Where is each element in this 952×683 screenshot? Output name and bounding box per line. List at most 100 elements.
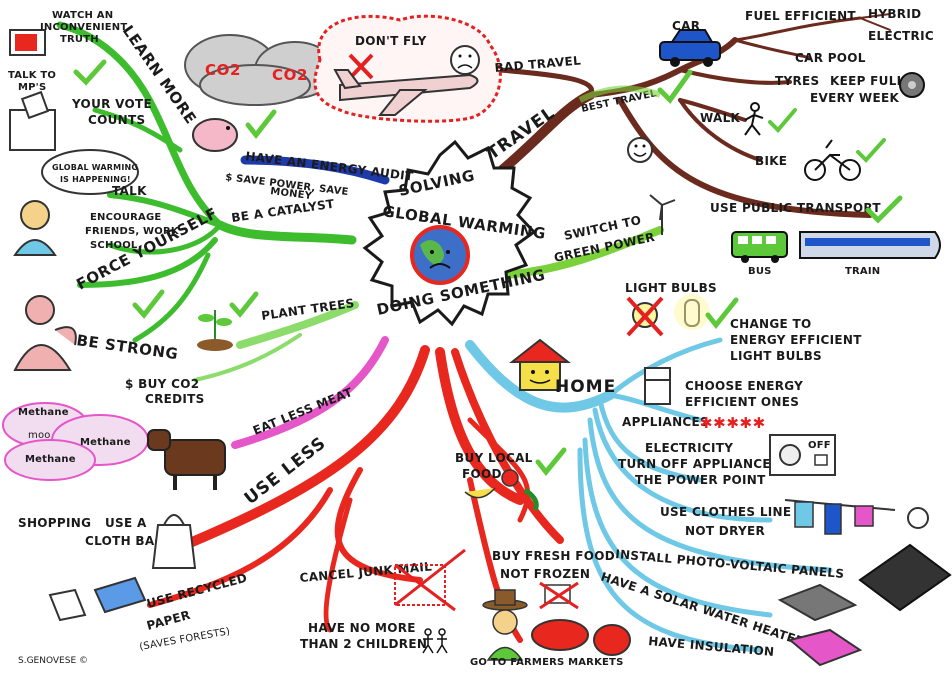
fruit-vegetables-icon (464, 469, 539, 512)
energy-audit-branch (240, 155, 390, 185)
efficient-bulb-icon (674, 294, 710, 330)
check-icon (73, 59, 107, 86)
choose-energy-label-1: CHOOSE ENERGY (685, 379, 803, 393)
check-icon (768, 108, 797, 133)
methane-label-b: Methane (80, 437, 131, 448)
keep-full-label-1: KEEP FULL (830, 74, 905, 88)
check-icon (705, 297, 739, 330)
clothes-line-label: USE CLOTHES LINE (660, 505, 791, 519)
insulation-label: HAVE INSULATION (648, 634, 775, 659)
capsicum-icon (593, 624, 631, 656)
speech-label-1: GLOBAL WARMING (52, 163, 138, 172)
use-less-branches (147, 345, 564, 643)
house-icon (509, 338, 571, 391)
artist-signature: S.GENOVESE © (18, 656, 88, 666)
piggy-bank-icon (192, 118, 238, 152)
cow-icon (147, 429, 226, 490)
hybrid-label: HYBRID (868, 7, 921, 21)
moo-label: moo (28, 430, 51, 441)
walk-label: WALK (700, 111, 741, 125)
light-bulb-icon (626, 296, 664, 337)
car-pool-label: CAR POOL (795, 51, 866, 65)
eat-less-meat-branch (231, 336, 389, 449)
train-icon (799, 231, 941, 259)
fuel-efficient-label: FUEL EFFICIENT (745, 9, 856, 23)
methane-label-c: Methane (25, 454, 76, 465)
check-icon (856, 138, 886, 163)
vote-label-2: COUNTS (88, 113, 145, 127)
change-bulbs-label-1: CHANGE TO (730, 317, 812, 331)
check-icon (657, 69, 693, 104)
encourage-label-1: ENCOURAGE (90, 212, 161, 223)
choose-energy-label-2: EFFICIENT ONES (685, 395, 799, 409)
check-icon (245, 109, 277, 140)
electric-label: ELECTRIC (868, 29, 934, 43)
tv-icon (9, 29, 46, 56)
plant-trees-branch (236, 301, 359, 349)
insulation-icon (787, 628, 863, 667)
recycled-paper-label-1: USE RECYCLED (145, 571, 249, 611)
car-icon (659, 29, 721, 67)
clothes-line-icon (784, 499, 896, 535)
encourage-label-3: SCHOOL (90, 240, 138, 251)
talk-mps-label-2: MP'S (18, 82, 46, 93)
farmers-markets-label: GO TO FARMERS MARKETS (470, 657, 623, 668)
strongman-icon (13, 295, 77, 371)
buy-local-label-1: BUY LOCAL (455, 451, 533, 465)
ballot-box-icon (9, 90, 56, 151)
turn-off-label-1: TURN OFF APPLIANCES AT (618, 457, 802, 471)
talk-label: TALK (112, 184, 147, 198)
dont-fly-label: DON'T FLY (355, 34, 427, 48)
methane-label-a: Methane (18, 407, 69, 418)
fridge-icon (644, 367, 671, 405)
plant-trees-subbranch (193, 333, 302, 382)
children-label-1: HAVE NO MORE (308, 621, 416, 635)
cloth-bag-label-1: USE A (105, 516, 147, 530)
tyre-icon (899, 72, 925, 98)
learn-more-branches (56, 21, 357, 343)
watch-label-1: WATCH AN (52, 10, 113, 21)
recycled-paper-label-2: PAPER (145, 608, 192, 633)
change-bulbs-label-2: ENERGY EFFICIENT (730, 333, 862, 347)
children-label-2: THAN 2 CHILDREN (300, 637, 427, 651)
power-point-icon (769, 434, 836, 476)
check-icon (229, 291, 259, 318)
bus-label: BUS (748, 266, 772, 277)
pv-panels-label: INSTALL PHOTO-VOLTAIC PANELS (615, 547, 845, 581)
electricity-label: ELECTRICITY (645, 441, 733, 455)
recycled-paper-icon (48, 576, 147, 622)
buy-local-label-2: FOOD (462, 467, 502, 481)
two-children-icon (422, 628, 448, 654)
cloth-bag-label-2: CLOTH BAG (85, 534, 165, 548)
appliances-label: APPLIANCES (622, 415, 709, 429)
be-catalyst-label: BE A CATALYST (230, 197, 335, 225)
solar-panel-icon (858, 543, 952, 612)
check-icon (535, 447, 567, 476)
woman-figure-icon (13, 200, 57, 256)
home-branches (465, 337, 833, 653)
speech-bubble (41, 149, 139, 195)
turn-off-label-2: THE POWER POINT (635, 473, 766, 487)
methane-cloud (2, 402, 149, 481)
fresh-food-label-1: BUY FRESH FOOD (492, 549, 615, 563)
save-power-label-2: MONEY (270, 186, 313, 202)
public-transport-label: USE PUBLIC TRANSPORT (710, 201, 881, 215)
bike-label: BIKE (755, 154, 787, 168)
sun-icon (907, 507, 929, 529)
encourage-label-2: FRIENDS, WORK (85, 226, 180, 237)
seedling-icon (197, 310, 233, 351)
off-label: OFF (808, 440, 831, 451)
watch-label-3: TRUTH (60, 34, 99, 45)
fresh-food-label-2: NOT FROZEN (500, 567, 590, 581)
tyres-label: TYRES (775, 74, 819, 88)
vote-label-1: YOUR VOTE (71, 97, 152, 111)
cross-icon (348, 53, 374, 80)
light-bulbs-label: LIGHT BULBS (625, 281, 717, 295)
basket-icon (531, 619, 589, 651)
co2-label-a: CO2 (205, 61, 241, 79)
sad-face-icon (450, 45, 480, 75)
junk-mail-icon (394, 548, 466, 612)
eat-less-meat-label: EAT LESS MEAT (251, 385, 355, 438)
